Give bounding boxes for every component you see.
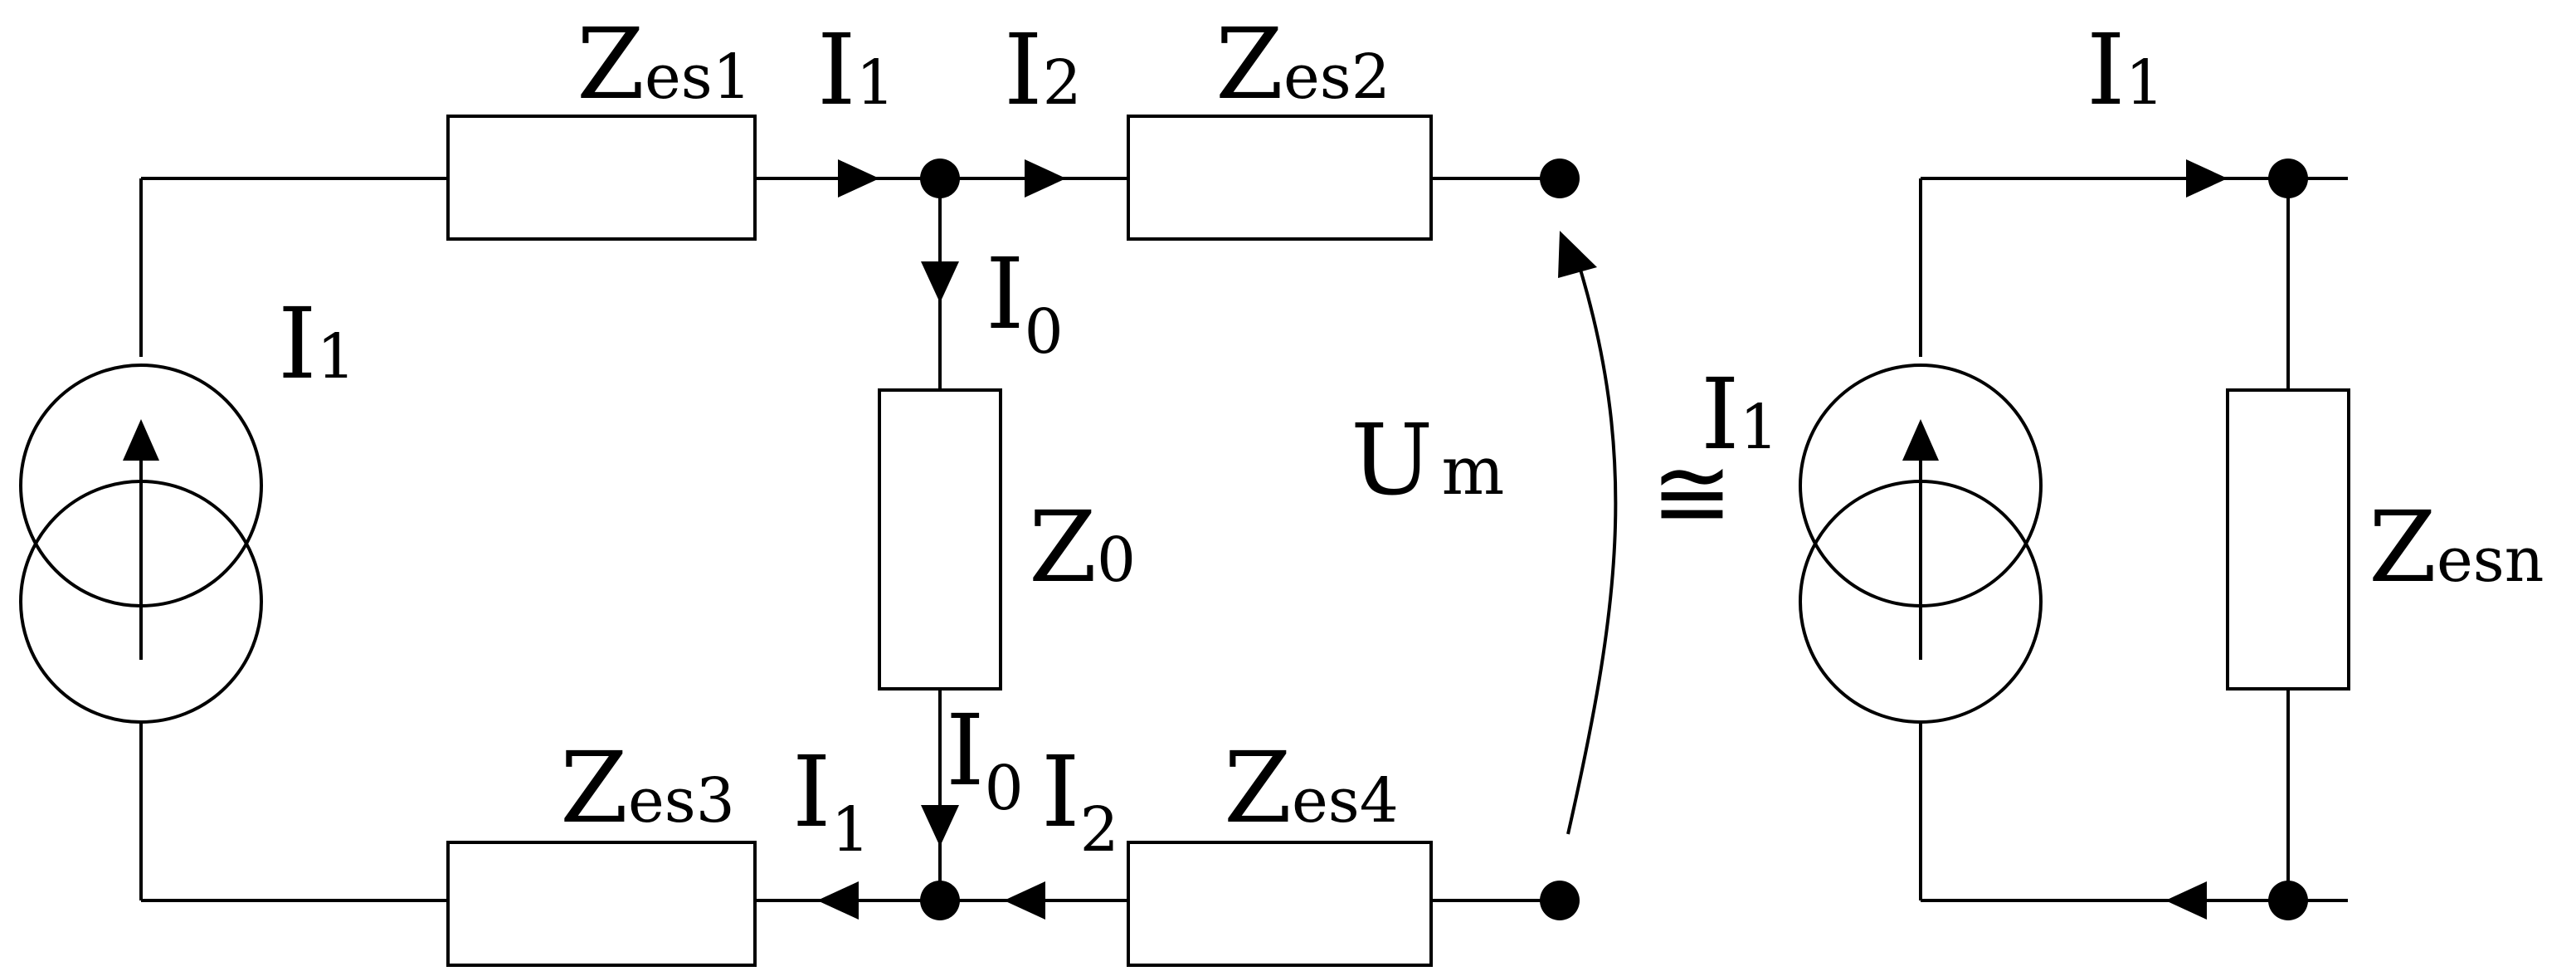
right-circuit <box>1799 159 2350 920</box>
right-junction-bottom <box>2268 881 2308 920</box>
right-source-arrow-icon <box>1902 419 1939 461</box>
impedance-zes2 <box>1127 115 1433 241</box>
label-zes1: Zes1 <box>577 7 752 121</box>
voltage-arrow-curve <box>1566 269 1618 835</box>
right-junction-top <box>2268 159 2308 198</box>
label-i0-bottom: I0 <box>946 693 1024 824</box>
label-right-source-i1: I1 <box>1701 357 1779 471</box>
arrow-i1-top-icon <box>838 159 879 198</box>
label-right-i1: I1 <box>2087 12 2165 127</box>
arrow-i0-top-icon <box>921 261 959 303</box>
label-i2-bottom: I2 <box>1041 734 1119 866</box>
junction-bottom <box>920 881 960 920</box>
label-zes2: Zes2 <box>1215 7 1390 121</box>
arrow-i2-top-icon <box>1025 159 1066 198</box>
terminal-top <box>1540 159 1580 198</box>
left-circuit <box>19 115 1618 967</box>
label-zes4: Zes4 <box>1224 730 1399 845</box>
impedance-zes3 <box>446 841 757 967</box>
label-i2-top: I2 <box>1004 12 1082 127</box>
label-i1-bottom: I1 <box>792 734 870 866</box>
right-current-source <box>1799 364 2043 724</box>
label-i1-top: I1 <box>817 12 895 127</box>
arrow-i0-bottom-icon <box>921 805 959 847</box>
equivalence-symbol: ≅ <box>1651 436 1733 550</box>
impedance-zesn <box>2226 388 2350 691</box>
right-arrow-top-icon <box>2186 159 2228 198</box>
junction-top <box>920 159 960 198</box>
arrow-i2-bottom-icon <box>1004 881 1045 920</box>
label-i0-top: I0 <box>986 237 1064 368</box>
source-arrow-icon <box>123 419 159 461</box>
current-source <box>19 364 263 724</box>
label-zes3: Zes3 <box>560 730 735 845</box>
label-zesn: Zesn <box>2369 490 2544 604</box>
label-z0: Z0 <box>1029 490 1136 604</box>
voltage-arrow-icon <box>1558 231 1597 278</box>
impedance-zes1 <box>446 115 757 241</box>
right-arrow-bottom-icon <box>2165 881 2207 920</box>
label-source-i1: I1 <box>278 286 356 401</box>
terminal-bottom <box>1540 881 1580 920</box>
impedance-zes4 <box>1127 841 1433 967</box>
arrow-i1-bottom-icon <box>817 881 859 920</box>
impedance-z0 <box>878 388 1002 691</box>
